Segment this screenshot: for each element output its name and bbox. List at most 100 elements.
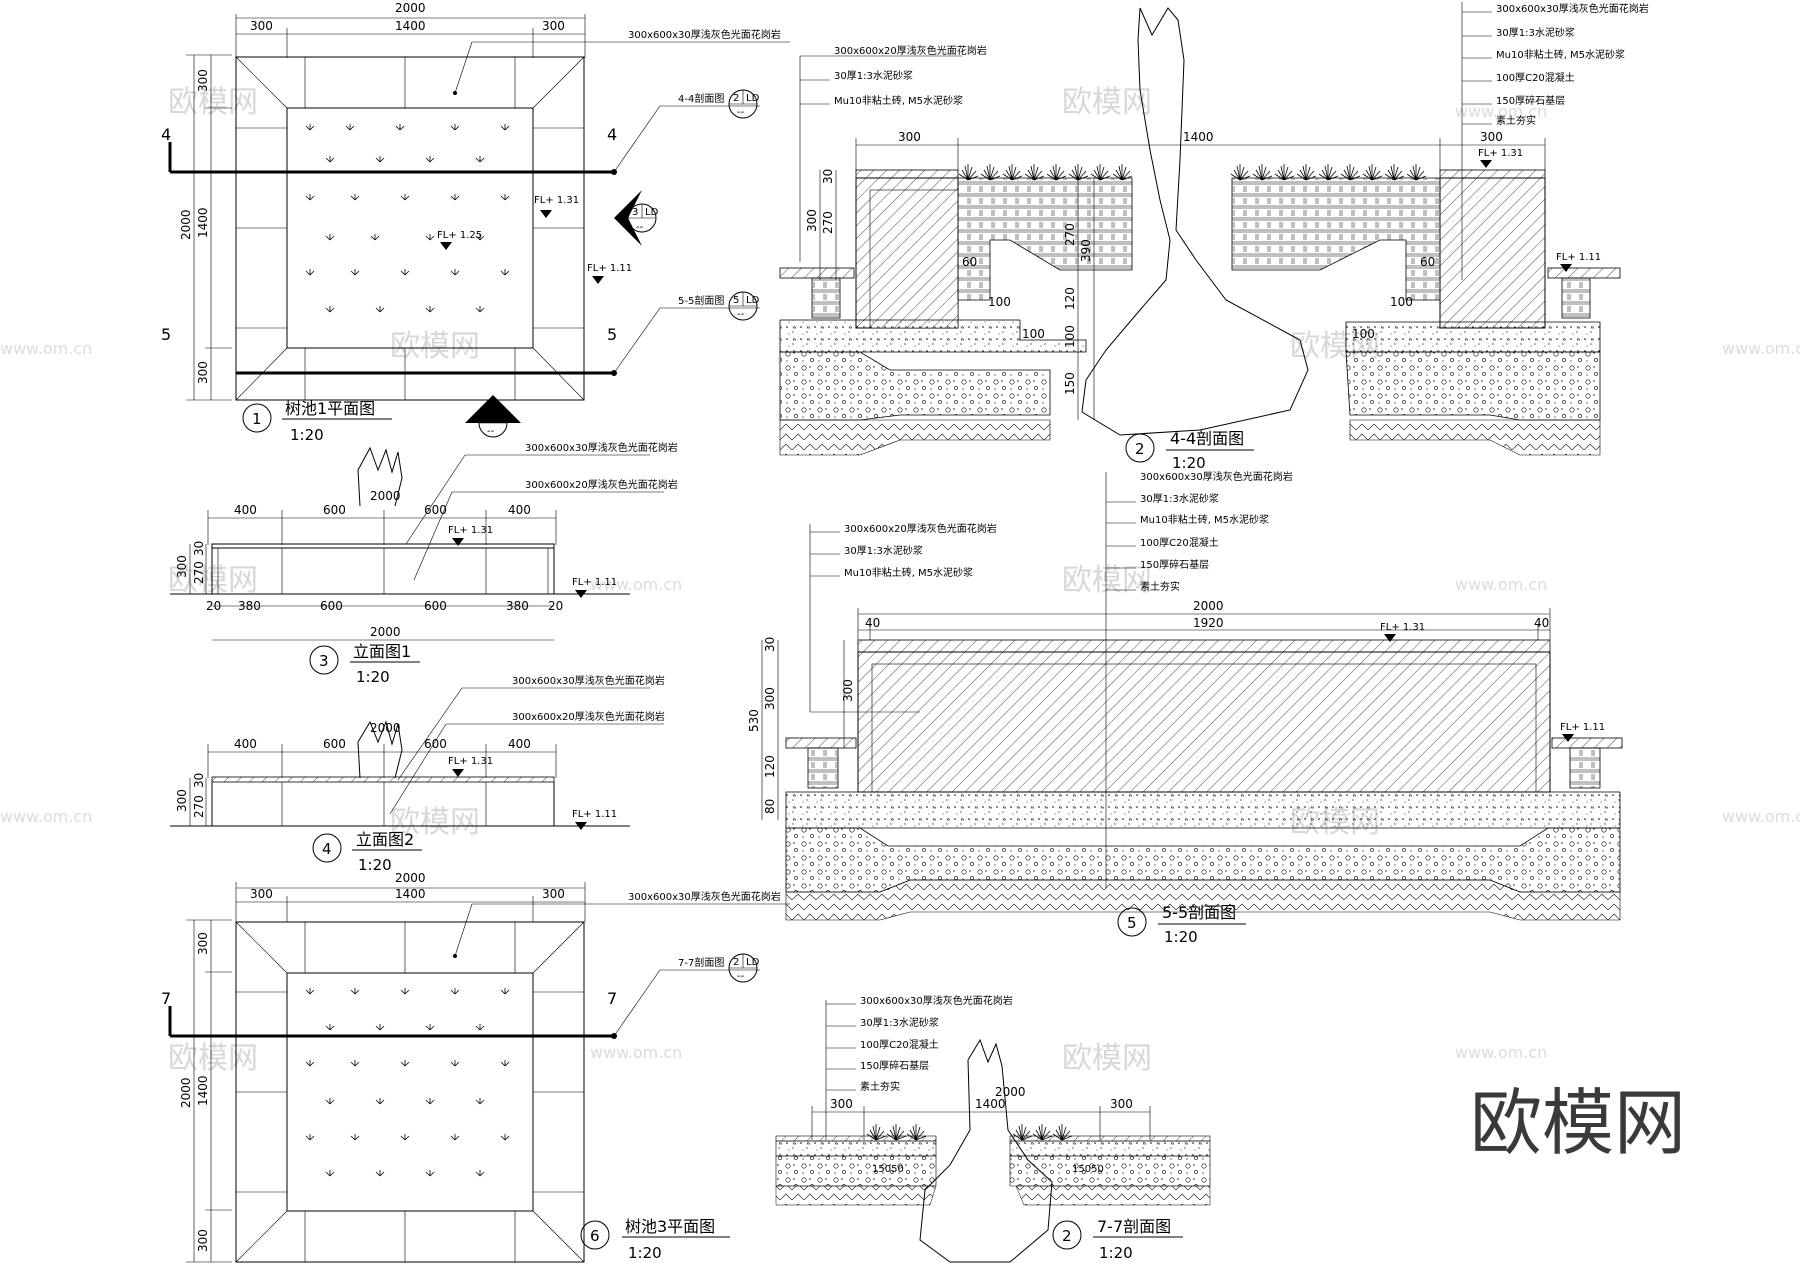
- grass-symbols: [305, 987, 510, 1177]
- dim-270: 270: [192, 561, 206, 584]
- note-mortar: 30厚1:3水泥砂浆: [1140, 492, 1219, 505]
- dim-30: 30: [821, 169, 835, 184]
- level-mark: FL+ 1.31: [1478, 148, 1523, 159]
- dim-15050: 15050: [1072, 1164, 1104, 1175]
- section-7-7-view: 300x600x30厚浅灰色光面花岗岩 30厚1:3水泥砂浆 100厚C20混凝…: [775, 994, 1211, 1263]
- elevation-body: [211, 543, 555, 595]
- dim-60: 60: [1420, 255, 1435, 269]
- dim-300: 300: [175, 789, 189, 812]
- dim-300: 300: [250, 19, 273, 33]
- view-scale: 1:20: [1164, 928, 1198, 946]
- note-mortar: 30厚1:3水泥砂浆: [860, 1016, 939, 1029]
- section-mark-5: 5: [161, 325, 171, 344]
- callout-num: 4: [484, 412, 490, 423]
- view-num: 2: [1062, 1227, 1072, 1245]
- dim-1400: 1400: [196, 1075, 210, 1106]
- note-stone20: 300x600x20厚浅灰色光面花岗岩: [512, 710, 665, 723]
- dim-390: 390: [1079, 239, 1093, 262]
- watermark-url: www.om.cn: [590, 1043, 682, 1062]
- watermark-url: www.om.cn: [1722, 807, 1800, 826]
- level-mark: FL+ 1.31: [448, 525, 493, 536]
- brand-logo-text: 欧模网: [1470, 1081, 1686, 1165]
- level-mark: FL+ 1.25: [437, 230, 482, 241]
- dim-2000: 2000: [1193, 599, 1224, 613]
- plan1-view: 2000 300 1400 300 2000 300 1400 300: [161, 1, 790, 444]
- view-num: 2: [1135, 440, 1145, 458]
- dim-2000: 2000: [395, 1, 426, 15]
- callout-5-5: 5-5剖面图: [678, 294, 724, 307]
- note-concrete: 100厚C20混凝土: [1496, 71, 1575, 84]
- level-mark: FL+ 1.31: [1380, 622, 1425, 633]
- note-stone30: 300x600x30厚浅灰色光面花岗岩: [628, 28, 781, 41]
- view-title: 5-5剖面图: [1162, 903, 1236, 922]
- plan3-view: 2000 300 1400 300 2000 300 1400 300: [161, 871, 790, 1263]
- note-brick: Mu10非粘土砖, M5水泥砂浆: [844, 566, 973, 579]
- dim-380: 380: [238, 599, 261, 613]
- watermark: 欧模网: [168, 563, 258, 598]
- level-mark: FL+ 1.11: [572, 809, 617, 820]
- note-mortar: 30厚1:3水泥砂浆: [1496, 26, 1575, 39]
- watermark: 欧模网: [390, 805, 480, 840]
- dim-600: 600: [424, 737, 447, 751]
- watermark-url: www.om.cn: [1455, 1043, 1547, 1062]
- view-title: 树池1平面图: [285, 399, 375, 418]
- callout-4-4: 4-4剖面图: [678, 92, 724, 105]
- section-5-5-view: 300x600x30厚浅灰色光面花岗岩 30厚1:3水泥砂浆 Mu10非粘土砖,…: [747, 470, 1623, 946]
- watermark-url: www.om.cn: [1455, 575, 1547, 594]
- watermark-url: www.om.cn: [1455, 102, 1547, 121]
- dim-1400: 1400: [395, 887, 426, 901]
- note-concrete: 100厚C20混凝土: [860, 1038, 939, 1051]
- dim-300: 300: [196, 361, 210, 384]
- watermark: 欧模网: [390, 329, 480, 364]
- view-title: 7-7剖面图: [1097, 1217, 1171, 1236]
- dim-300: 300: [841, 679, 855, 702]
- note-stone20: 300x600x20厚浅灰色光面花岗岩: [844, 522, 997, 535]
- callout-dash: --: [737, 309, 745, 320]
- dim-100: 100: [1022, 327, 1045, 341]
- level-mark: FL+ 1.31: [534, 195, 579, 206]
- dim-300: 300: [1110, 1097, 1133, 1111]
- view-scale: 1:20: [1172, 454, 1206, 472]
- watermark: 欧模网: [1062, 563, 1152, 598]
- note-mortar: 30厚1:3水泥砂浆: [844, 544, 923, 557]
- watermark-url: www.om.cn: [1722, 339, 1800, 358]
- dim-300: 300: [175, 555, 189, 578]
- dim-2000: 2000: [370, 625, 401, 639]
- pit-outline: [235, 56, 585, 401]
- watermark-url: www.om.cn: [590, 575, 682, 594]
- elevation1-view: 2000 400 600 600 400 300 30 270 20 380 6…: [170, 441, 678, 686]
- callout-dash: --: [737, 971, 745, 982]
- view-num: 1: [252, 410, 262, 428]
- note-brick: Mu10非粘土砖, M5水泥砂浆: [1496, 48, 1625, 61]
- callout-num: 5: [733, 295, 739, 306]
- callout-dash: --: [636, 222, 644, 233]
- dim-120: 120: [763, 755, 777, 778]
- view-title: 树池3平面图: [625, 1217, 715, 1236]
- note-mortar: 30厚1:3水泥砂浆: [834, 69, 913, 82]
- dim-300: 300: [830, 1097, 853, 1111]
- dim-20: 20: [206, 599, 221, 613]
- dim-300: 300: [763, 687, 777, 710]
- dim-1400: 1400: [395, 19, 426, 33]
- view-scale: 1:20: [290, 426, 324, 444]
- dim-300: 300: [250, 887, 273, 901]
- view-title: 立面图2: [356, 830, 414, 849]
- note-stone20: 300x600x20厚浅灰色光面花岗岩: [834, 44, 987, 57]
- dim-270: 270: [1063, 223, 1077, 246]
- dim-30: 30: [192, 541, 206, 556]
- watermark: 欧模网: [168, 1041, 258, 1076]
- callout-ld: LD: [746, 93, 760, 104]
- note-soil: 素土夯实: [1140, 580, 1180, 593]
- dim-530: 530: [747, 709, 761, 732]
- dim-300: 300: [542, 887, 565, 901]
- callout-num: 2: [733, 957, 739, 968]
- callout-dash: --: [487, 426, 495, 437]
- dim-40: 40: [1534, 616, 1549, 630]
- dim-600: 600: [323, 503, 346, 517]
- view-title: 4-4剖面图: [1170, 429, 1244, 448]
- dim-2000: 2000: [395, 871, 426, 885]
- note-gravel: 150厚碎石基层: [1140, 558, 1209, 571]
- wall-body: [857, 651, 1551, 793]
- view-title: 立面图1: [353, 642, 411, 661]
- dim-1400: 1400: [1183, 130, 1214, 144]
